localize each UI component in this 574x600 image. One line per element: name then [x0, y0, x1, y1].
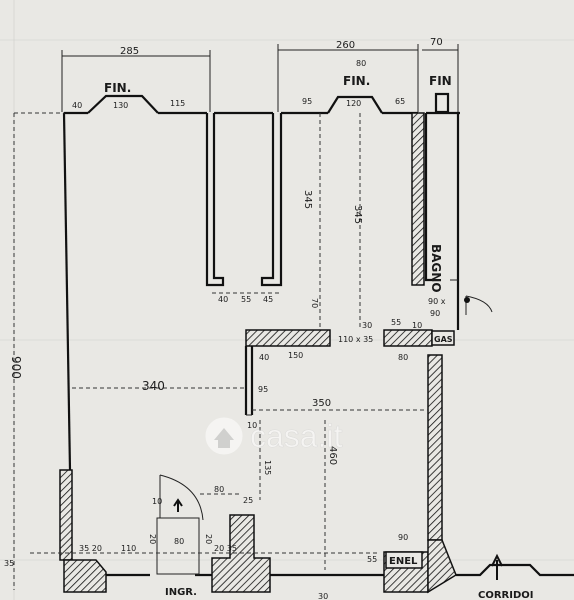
dim-d-10c: 10: [152, 497, 162, 506]
fin-right-label: FIN: [429, 74, 452, 88]
dim-d-90: 90: [398, 533, 408, 542]
dim-110x35: 110 x 35: [338, 335, 373, 344]
enel-label: ENEL: [389, 556, 418, 567]
dim-win2-65: 65: [395, 97, 405, 106]
ingresso-label: INGR.: [165, 587, 197, 598]
dim-inner-345: 345: [302, 190, 313, 209]
dim-top-285: 285: [120, 46, 139, 57]
dim-d-350: 350: [312, 398, 331, 409]
dim-d-80c: 80: [174, 537, 184, 546]
dim-d-20: 20: [148, 534, 157, 544]
dim-d-55b: 55: [367, 555, 377, 564]
dim-d-10: 10: [412, 321, 422, 330]
bathroom-door: [464, 295, 493, 315]
dim-top-260: 260: [336, 40, 355, 51]
dim-pier-40: 40: [218, 295, 228, 304]
dim-left-900: 900: [9, 356, 23, 379]
dim-h-90: 90: [430, 309, 440, 318]
dim-win1-115: 115: [170, 99, 185, 108]
dim-d-35-20: 35 20: [79, 544, 102, 553]
dim-d-95: 95: [258, 385, 268, 394]
dim-d-10b: 10: [247, 421, 257, 430]
dim-d-460: 460: [327, 446, 338, 465]
dim-pier-55: 55: [241, 295, 251, 304]
entrance-door: INGR.: [156, 474, 204, 598]
walls: BAGNO GAS ENEL: [59, 111, 574, 594]
watermark-text: casa.it: [250, 418, 343, 454]
top-dimensions: 285 260 70 80: [61, 37, 459, 112]
dim-top-80: 80: [356, 59, 366, 68]
gas-label: GAS: [434, 335, 453, 344]
watermark: casa.it: [205, 417, 343, 455]
fin-mid-label: FIN.: [343, 74, 370, 88]
dim-d-30b: 30: [318, 592, 328, 600]
dim-d-35: 35: [4, 559, 14, 568]
dim-d-80b: 80: [214, 485, 224, 494]
dim-win2-95: 95: [302, 97, 312, 106]
dim-opening-150: 150: [288, 351, 303, 360]
corridor-label: CORRIDOI: [478, 590, 533, 600]
dim-h-90x: 90 x: [428, 297, 446, 306]
window-bathroom: FIN: [429, 74, 452, 114]
interior-dimensions: 900 345 345 40 55 45 70 10 30 55 110 x 3…: [4, 112, 446, 600]
dim-win2-120: 120: [346, 99, 361, 108]
dim-d-110: 110: [121, 544, 136, 553]
bottom-arrow: CORRIDOI: [478, 553, 533, 600]
bagno-label: BAGNO: [429, 244, 443, 293]
dim-d-55: 55: [391, 318, 401, 327]
dim-inner-345b: 345: [352, 205, 363, 224]
dim-d-20-35: 20 35: [214, 544, 237, 553]
dim-d-25: 25: [243, 496, 253, 505]
dim-d-20b: 20: [204, 534, 213, 544]
fin-left-label: FIN.: [104, 81, 131, 95]
dim-top-70: 70: [430, 37, 443, 48]
dim-opening-40: 40: [259, 353, 269, 362]
dim-d-80: 80: [398, 353, 408, 362]
window-middle: FIN. 95 120 65: [302, 74, 405, 114]
dim-d-340: 340: [142, 379, 165, 393]
dim-v-70: 70: [310, 298, 319, 308]
dim-win1-130: 130: [113, 101, 128, 110]
window-left: FIN. 40 130 115: [72, 81, 185, 114]
dim-d-30: 30: [362, 321, 372, 330]
house-circle-icon: [205, 417, 243, 455]
dim-pier-45: 45: [263, 295, 273, 304]
dim-d-135: 135: [263, 460, 272, 475]
dim-win1-40: 40: [72, 101, 82, 110]
